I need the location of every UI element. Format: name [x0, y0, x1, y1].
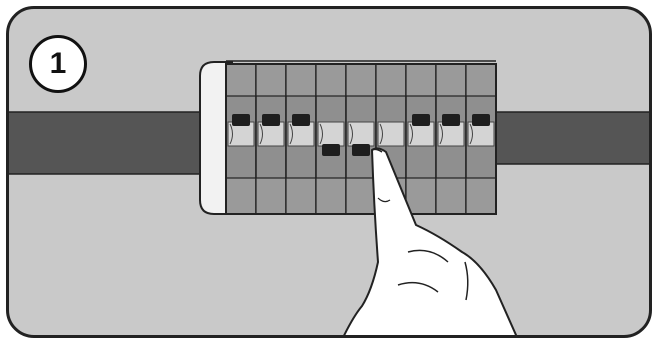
- breaker-block: [225, 60, 497, 215]
- step-number: 1: [49, 47, 67, 80]
- breaker-block-outline: [225, 63, 497, 215]
- breaker-module: [315, 63, 347, 215]
- breaker-module: [345, 63, 377, 215]
- right-cable: [469, 111, 649, 165]
- breaker-frame: [199, 61, 233, 215]
- breaker-module: [225, 63, 257, 215]
- breaker-module: [285, 63, 317, 215]
- breaker-toggle-on[interactable]: [472, 114, 490, 126]
- breaker-toggle-on[interactable]: [292, 114, 310, 126]
- breaker-module: [435, 63, 467, 215]
- breaker-module: [255, 63, 287, 215]
- breaker-module: [405, 63, 437, 215]
- breaker-module: [465, 63, 497, 215]
- breaker-toggle-on[interactable]: [232, 114, 250, 126]
- pointing-hand-icon: [339, 147, 521, 335]
- left-cable: [9, 111, 216, 175]
- breaker-toggle-on[interactable]: [412, 114, 430, 126]
- breaker-toggle-on[interactable]: [262, 114, 280, 126]
- breaker-toggle-off[interactable]: [352, 144, 370, 156]
- breaker-toggle-on[interactable]: [442, 114, 460, 126]
- step-number-badge: 1: [29, 35, 87, 93]
- breaker-toggle-off[interactable]: [322, 144, 340, 156]
